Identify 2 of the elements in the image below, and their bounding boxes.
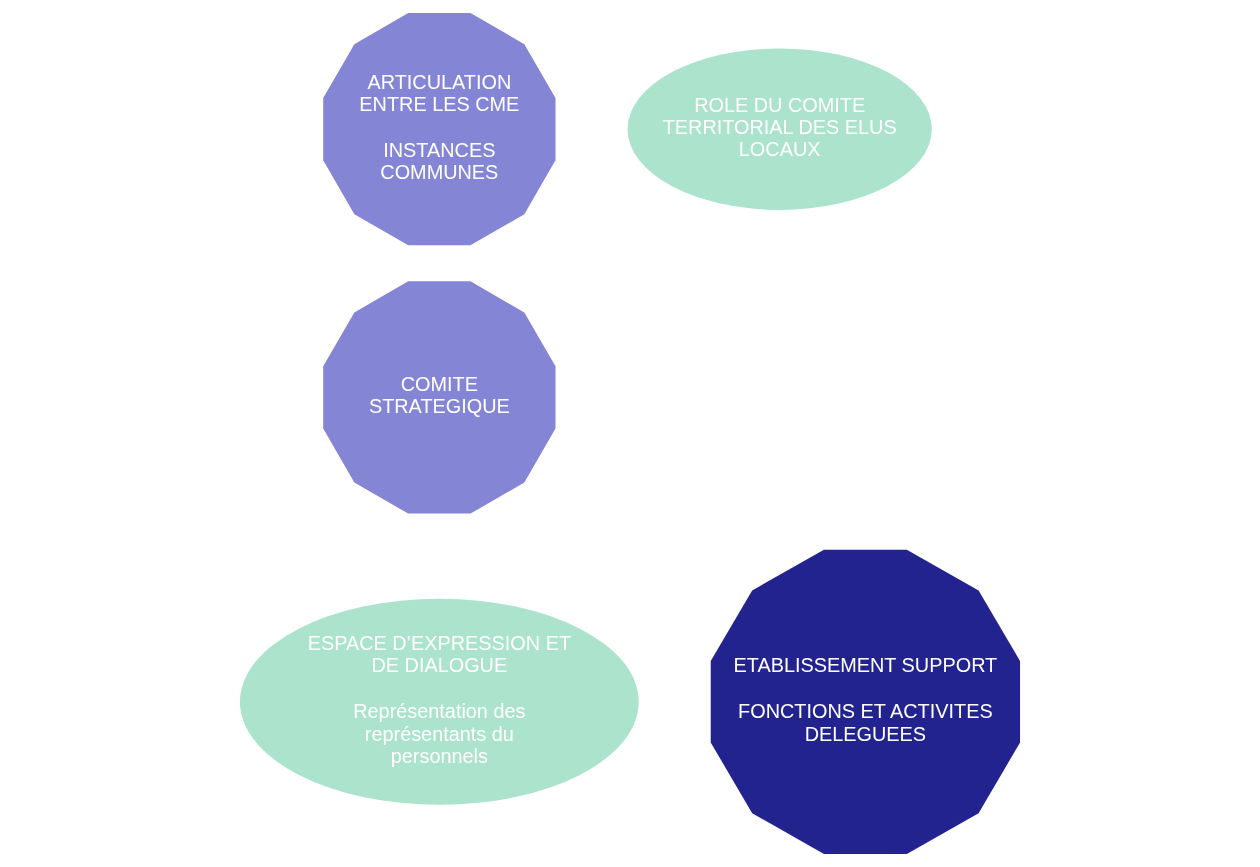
- node-ellipse: ESPACE D’EXPRESSION ET DE DIALOGUE Représentation des représentants du personnels: [239, 598, 639, 805]
- node-ellipse: ROLE DU COMITE TERRITORIAL DES ELUS LOCAUX: [627, 48, 932, 210]
